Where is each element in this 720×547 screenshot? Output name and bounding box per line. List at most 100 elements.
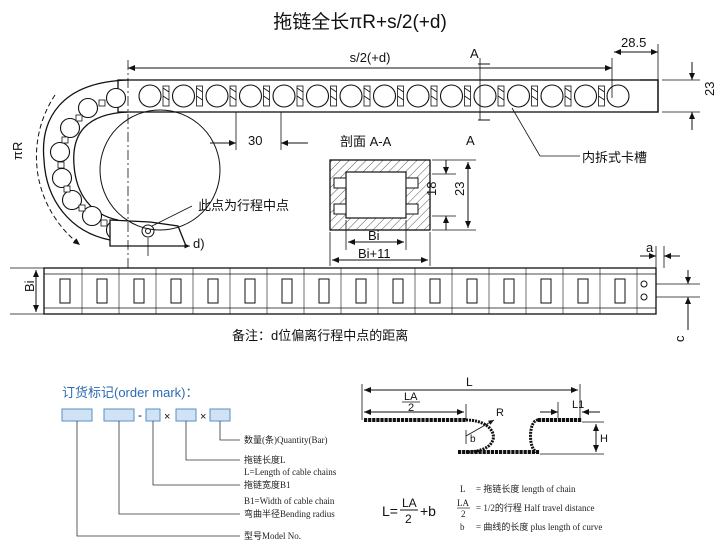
plan-crossbar [318, 278, 330, 304]
chain-pin-hole [81, 205, 103, 227]
chain-slot-latch [430, 87, 438, 101]
diagram-link [364, 418, 368, 422]
chain-slot [63, 185, 71, 193]
diagram-link [519, 450, 523, 454]
order-box-width [145, 408, 161, 422]
dim-28-5: 28.5 [621, 35, 646, 50]
diagram-link [474, 450, 478, 454]
diagram-link [515, 450, 519, 454]
diagram-link [392, 418, 396, 422]
diagram-link [396, 418, 400, 422]
diagram-link [458, 418, 462, 422]
formula-rhs: +b [420, 503, 436, 519]
dim-s2: s/2(+d) [350, 50, 391, 65]
diagram-link [550, 418, 554, 422]
order-box-radius [103, 408, 135, 422]
dim-23-top: 23 [702, 82, 717, 96]
order-box-model [61, 408, 93, 422]
dim-la-num: LA [404, 391, 418, 403]
chain-slot [61, 136, 69, 144]
diagram-link [388, 418, 392, 422]
diagram-link [562, 418, 566, 422]
diagram-link [486, 450, 490, 454]
plan-crossbar [207, 278, 219, 304]
label-pi-r: πR [10, 142, 25, 160]
order-item-quantity: 数量(条)Quantity(Bar) [244, 434, 327, 445]
diagram-link [578, 418, 582, 422]
diagram-link [450, 418, 454, 422]
diagram-chain-lower [458, 418, 540, 454]
chain-slot-latch [564, 87, 572, 101]
plan-crossbar [540, 278, 552, 304]
diagram-link [499, 450, 503, 454]
diagram-link [546, 418, 550, 422]
order-mark-title: 订货标记(order mark)： [62, 385, 199, 400]
formula-num: LA [402, 496, 417, 510]
travel-layout-diagram: L LA 2 R b L1 H L= LA 2 +b L = 拖链长度 leng… [361, 375, 608, 532]
chain-pin-hole [339, 84, 363, 108]
diagram-link [425, 418, 429, 422]
chain-end-hole [606, 84, 630, 108]
diagram-link [558, 418, 562, 422]
chain-slot-latch [229, 87, 237, 101]
chain-slot-latch [296, 87, 304, 101]
plan-crossbar [96, 278, 108, 304]
diagram-link [380, 418, 384, 422]
dim-18: 18 [424, 182, 439, 196]
diagram-curve [465, 418, 495, 454]
chain-links-curve [49, 87, 127, 241]
label-midpoint: 此点为行程中点 [198, 198, 289, 213]
chain-slot-latch [464, 87, 471, 101]
label-inner-slot: 内拆式卡槽 [582, 150, 647, 165]
order-item-width-cn: 拖链宽度B1 [244, 479, 291, 490]
legend-sym-l: L [460, 484, 466, 494]
chain-pin-hole [406, 84, 430, 108]
chain-slot-latch [363, 87, 371, 101]
diagram-link [441, 418, 446, 422]
legend-sym-la-num: LA [457, 498, 469, 508]
chain-pin-hole [372, 84, 397, 108]
diagram-link [433, 418, 437, 422]
chain-links-upper [138, 84, 630, 108]
diagram-link [446, 418, 450, 422]
plan-crossbar [577, 278, 589, 304]
section-mark-a-bottom: A [466, 133, 475, 148]
chain-slot-latch [497, 87, 505, 101]
plan-crossbar [170, 278, 182, 304]
diagram-link [527, 450, 531, 454]
diagram-link [503, 450, 507, 454]
order-sep-3: × [200, 411, 206, 423]
plan-crossbar [614, 278, 626, 304]
chain-slot-latch [397, 87, 404, 101]
page-title: 拖链全长πR+s/2(+d) [273, 11, 447, 33]
diagram-curve-right [529, 418, 539, 454]
order-box-quantity [209, 408, 231, 422]
chain-pin-hole [61, 189, 83, 211]
chain-slot-latch [330, 87, 337, 101]
label-d: d) [193, 236, 205, 251]
dim-23-section: 23 [452, 182, 467, 196]
diagram-link [574, 418, 578, 422]
chain-pin-hole [138, 84, 162, 108]
dim-bi-section: Bi [368, 228, 380, 243]
diagram-link [384, 418, 388, 422]
dim-a: a [646, 240, 654, 255]
chain-pin-hole [59, 117, 81, 139]
diagram-link [566, 418, 570, 422]
legend-eq-la: = 1/2的行程 Half travel distance [476, 502, 595, 513]
chain-slot [75, 114, 83, 122]
diagram-link [538, 418, 542, 422]
chain-pin-hole [540, 84, 564, 108]
diagram-link [462, 450, 466, 454]
diagram-link [437, 418, 441, 422]
diagram-link [368, 418, 372, 422]
diagram-link [482, 450, 486, 454]
order-item-model: 型号Model No. [244, 531, 301, 541]
diagram-link [454, 418, 458, 422]
diagram-link [429, 418, 433, 422]
plan-crossbar [466, 278, 478, 304]
diagram-link [490, 450, 494, 454]
chain-pin-hole [49, 141, 71, 163]
dim-L: L [466, 375, 473, 389]
